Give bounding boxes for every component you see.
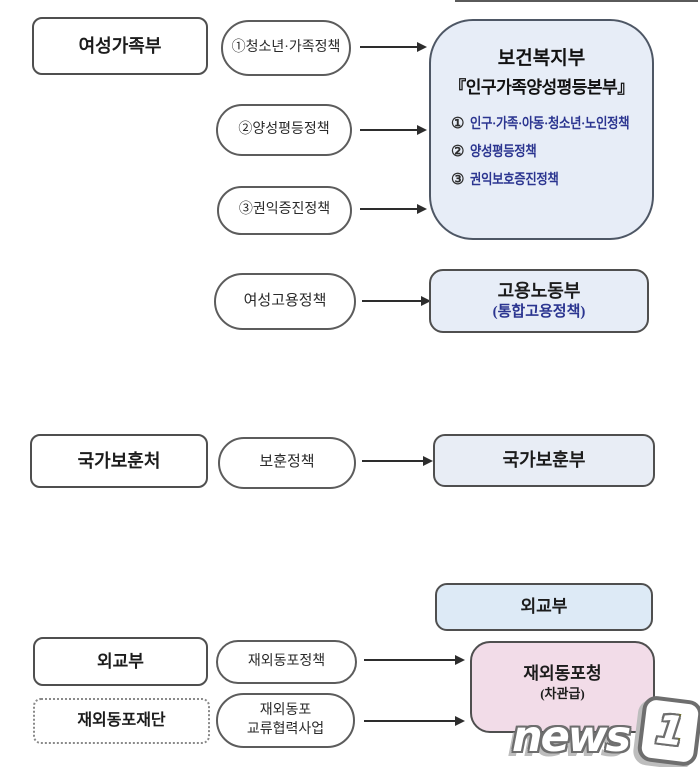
policy-oval-women-employment: 여성고용정책 bbox=[214, 273, 356, 330]
news1-watermark-digit: 1 bbox=[653, 706, 687, 756]
item-text: 양성평등정책 bbox=[470, 145, 537, 160]
source-box-gender-ministry: 여성가족부 bbox=[32, 17, 208, 75]
list-item: ① 인구·가족·아동·청소년·노인정책 bbox=[451, 109, 652, 137]
target-health-welfare-items: ① 인구·가족·아동·청소년·노인정책 ② 양성평등정책 ③ 권익보호증진정책 bbox=[431, 109, 652, 193]
policy-oval-veterans: 보훈정책 bbox=[218, 437, 356, 489]
arrow bbox=[364, 655, 465, 665]
target-employment-labor-subtitle: (통합고용정책) bbox=[492, 303, 586, 320]
source-box-mofa: 외교부 bbox=[33, 637, 208, 686]
policy-oval-youth-family: ①청소년·가족정책 bbox=[221, 20, 351, 76]
policy-oval-overseas-koreans: 재외동포정책 bbox=[216, 640, 357, 684]
item-number: ③ bbox=[451, 171, 465, 188]
target-health-welfare-title: 보건복지부 bbox=[497, 48, 586, 69]
list-item: ③ 권익보호증진정책 bbox=[451, 165, 652, 193]
target-box-mofa: 외교부 bbox=[435, 583, 653, 631]
policy-oval-veterans-label: 보훈정책 bbox=[259, 454, 315, 471]
source-box-veterans-agency: 국가보훈처 bbox=[30, 434, 208, 488]
policy-oval-rights-promotion-label: ③권익증진정책 bbox=[238, 202, 331, 218]
news1-watermark: news 1 bbox=[512, 694, 700, 767]
item-number: ① bbox=[451, 115, 465, 132]
target-veterans-ministry-label: 국가보훈부 bbox=[502, 450, 586, 471]
item-text: 인구·가족·아동·청소년·노인정책 bbox=[470, 117, 630, 132]
arrow bbox=[360, 42, 427, 52]
policy-oval-women-employment-label: 여성고용정책 bbox=[243, 292, 327, 309]
target-box-health-welfare: 보건복지부 『인구가족양성평등본부』 ① 인구·가족·아동·청소년·노인정책 ②… bbox=[429, 19, 654, 240]
target-box-employment-labor: 고용노동부 (통합고용정책) bbox=[429, 269, 649, 333]
target-employment-labor-title: 고용노동부 bbox=[497, 281, 581, 302]
source-box-overseas-koreans-foundation: 재외동포재단 bbox=[33, 698, 210, 744]
policy-oval-gender-equality-label: ②양성평등정책 bbox=[238, 121, 330, 137]
target-box-overseas-koreans-agency: 재외동포청 (차관급) bbox=[470, 641, 655, 733]
policy-oval-overseas-koreans-label: 재외동포정책 bbox=[247, 653, 326, 669]
arrow bbox=[360, 125, 427, 135]
source-box-foundation-label: 재외동포재단 bbox=[77, 712, 166, 729]
target-agency-subtitle: (차관급) bbox=[540, 686, 585, 702]
cropped-top-line bbox=[455, 0, 698, 2]
policy-oval-youth-family-label: ①청소년·가족정책 bbox=[231, 39, 341, 55]
target-mofa-label: 외교부 bbox=[520, 597, 568, 617]
arrow bbox=[362, 296, 431, 306]
target-agency-title: 재외동포청 bbox=[523, 664, 602, 683]
source-box-veterans-label: 국가보훈처 bbox=[77, 450, 161, 471]
item-text: 권익보호증진정책 bbox=[470, 173, 560, 188]
source-box-gender-label: 여성가족부 bbox=[78, 35, 162, 56]
list-item: ② 양성평등정책 bbox=[451, 137, 652, 165]
policy-oval-exchange-line2: 교류협력사업 bbox=[246, 721, 325, 737]
policy-oval-rights-promotion: ③권익증진정책 bbox=[217, 186, 352, 235]
target-box-veterans-ministry: 국가보훈부 bbox=[433, 434, 655, 487]
news1-watermark-badge: 1 bbox=[636, 694, 700, 767]
target-health-welfare-subtitle: 『인구가족양성평등본부』 bbox=[449, 78, 634, 97]
arrow bbox=[362, 456, 433, 466]
policy-oval-exchange-cooperation: 재외동포 교류협력사업 bbox=[216, 693, 355, 748]
news1-watermark-word: news bbox=[512, 712, 631, 762]
source-box-mofa-label: 외교부 bbox=[97, 651, 144, 671]
arrow bbox=[364, 716, 465, 726]
policy-oval-exchange-line1: 재외동포 bbox=[259, 703, 312, 719]
arrow bbox=[360, 204, 427, 214]
policy-oval-gender-equality: ②양성평등정책 bbox=[216, 104, 352, 156]
item-number: ② bbox=[451, 143, 465, 160]
